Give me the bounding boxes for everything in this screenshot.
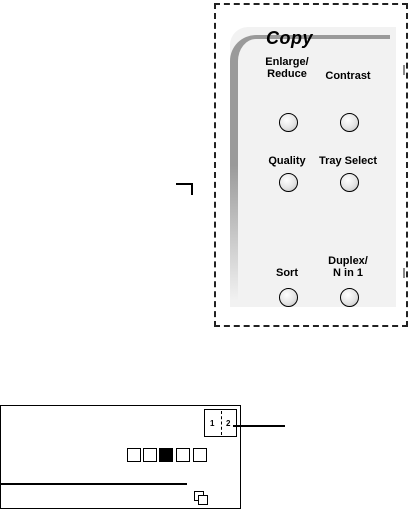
duplex-n-in-1-button[interactable] xyxy=(340,288,359,307)
copies-icon xyxy=(194,491,208,505)
lcd-callout-line xyxy=(233,425,285,427)
duplex-n-in-1-label: Duplex/ N in 1 xyxy=(328,255,368,279)
enlarge-reduce-button[interactable] xyxy=(279,113,298,132)
contrast-button[interactable] xyxy=(340,113,359,132)
page-number-right: 2 xyxy=(226,419,231,428)
level-box xyxy=(193,448,207,462)
panel-callout-line xyxy=(176,183,192,185)
lcd-rule xyxy=(1,483,187,485)
tray-select-label: Tray Select xyxy=(318,155,378,167)
level-box xyxy=(143,448,157,462)
level-box xyxy=(176,448,190,462)
tray-select-button[interactable] xyxy=(340,173,359,192)
panel-callout-line xyxy=(191,183,193,195)
copy-key-panel: Copy Enlarge/ Reduce Contrast Quality Tr… xyxy=(214,3,408,327)
enlarge-reduce-label: Enlarge/ Reduce xyxy=(265,56,309,80)
page-divider xyxy=(221,411,222,435)
two-page-icon: 1 2 xyxy=(204,409,237,437)
quality-label: Quality xyxy=(268,155,306,167)
lcd-display: 1 2 xyxy=(0,405,241,509)
panel-face xyxy=(230,27,396,307)
sort-label: Sort xyxy=(276,267,298,279)
quality-button[interactable] xyxy=(279,173,298,192)
level-box xyxy=(127,448,141,462)
sort-button[interactable] xyxy=(279,288,298,307)
panel-edge-mark xyxy=(403,65,405,75)
panel-title: Copy xyxy=(266,28,313,48)
panel-edge-mark xyxy=(403,268,405,278)
level-box-active xyxy=(159,448,173,462)
page-number-left: 1 xyxy=(210,419,215,428)
contrast-label: Contrast xyxy=(325,70,371,82)
panel-decor-fade xyxy=(230,165,238,301)
